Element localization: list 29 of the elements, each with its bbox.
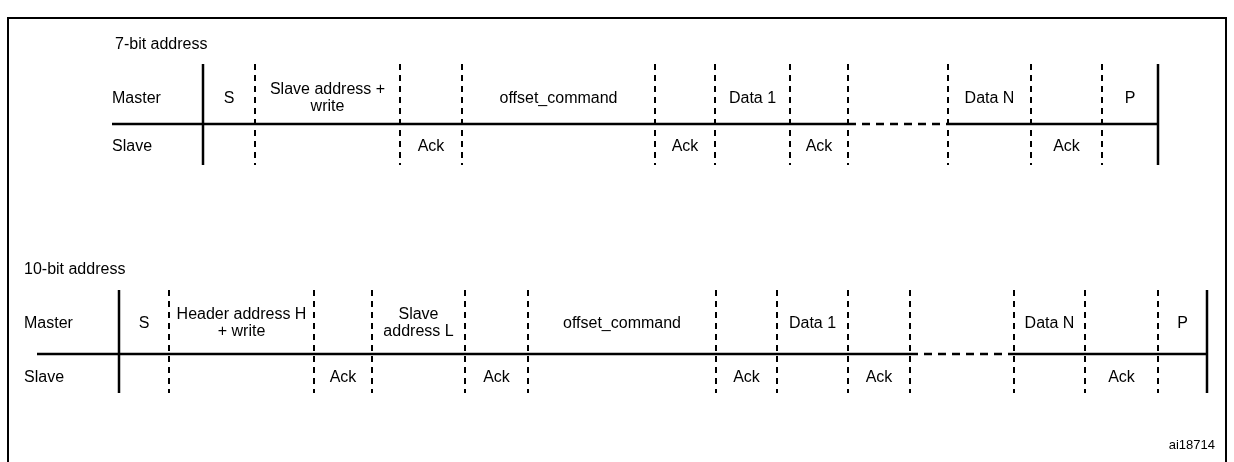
field-label: Data N (1024, 313, 1075, 331)
ack-label: Ack (329, 367, 357, 385)
field-label: Data 1 (788, 313, 837, 331)
bit-label: P (1177, 313, 1188, 331)
field-label: Data N (964, 88, 1015, 106)
row-label: Master (112, 88, 161, 106)
field-label: offset_command (563, 313, 681, 331)
ack-label: Ack (1108, 367, 1135, 385)
ack-label: Ack (483, 367, 510, 385)
row-label: Slave (24, 367, 65, 385)
ack-label: Ack (671, 136, 699, 154)
field-label: Slave address + write (268, 80, 387, 114)
ack-label: Ack (733, 367, 760, 385)
field-label: Slave address L (382, 305, 455, 339)
row-label: Slave (112, 136, 153, 154)
bit-label: S (223, 88, 235, 106)
bit-label: P (1124, 88, 1136, 106)
bit-label: S (138, 313, 150, 331)
field-label: offset_command (499, 88, 618, 106)
ack-label: Ack (805, 136, 833, 154)
ack-label: Ack (865, 367, 893, 385)
figure-id: ai18714 (1168, 435, 1215, 453)
section-heading: 7-bit address (115, 34, 208, 52)
section-heading: 10-bit address (24, 259, 126, 277)
row-label: Master (24, 313, 73, 331)
field-label: Header address H + write (175, 305, 308, 339)
field-label: Data 1 (728, 88, 777, 106)
ack-label: Ack (417, 136, 445, 154)
ack-label: Ack (1053, 136, 1080, 154)
